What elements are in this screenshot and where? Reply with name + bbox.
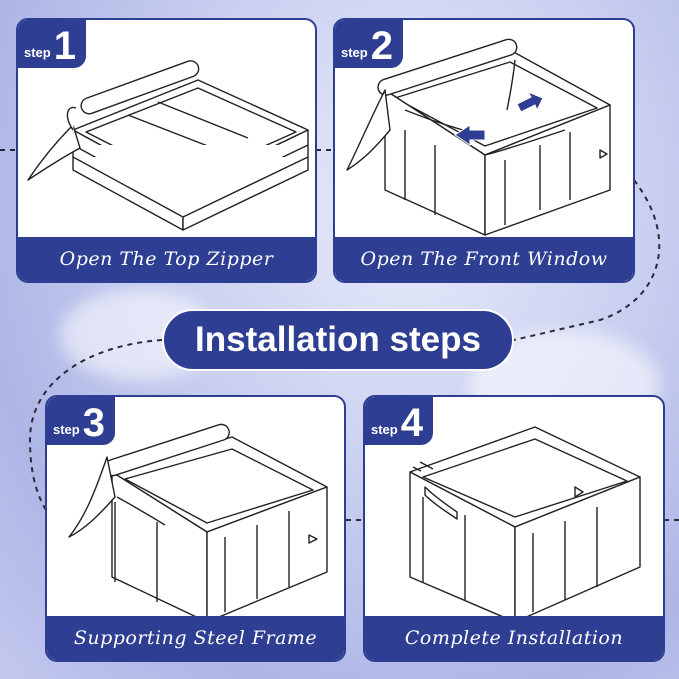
box-complete-illustration xyxy=(409,426,641,623)
box-front-window-open-illustration xyxy=(346,38,611,236)
step-label: step xyxy=(371,422,398,437)
step-2-caption: Open The Front Window xyxy=(335,237,633,281)
step-2-badge: step 2 xyxy=(335,20,403,68)
step-3-card: step 3 Supporting Steel Frame xyxy=(45,395,346,662)
connector-step2-title xyxy=(513,179,661,341)
step-label: step xyxy=(24,45,51,60)
connector-title-step3 xyxy=(28,339,163,511)
step-4-caption: Complete Installation xyxy=(365,616,663,660)
box-top-zipper-open-illustration xyxy=(27,60,309,231)
step-4-card: step 4 Complete Installation xyxy=(363,395,665,662)
left-arrow-icon xyxy=(454,124,486,146)
step-3-caption: Supporting Steel Frame xyxy=(47,616,344,660)
step-number: 3 xyxy=(82,401,105,445)
step-number: 2 xyxy=(370,24,393,68)
box-steel-frame-illustration xyxy=(68,423,328,623)
step-3-badge: step 3 xyxy=(47,397,115,445)
step-number: 1 xyxy=(53,24,76,68)
step-1-badge: step 1 xyxy=(18,20,86,68)
step-label: step xyxy=(53,422,80,437)
step-number: 4 xyxy=(400,401,423,445)
step-2-card: step 2 Open The Front Window xyxy=(333,18,635,283)
right-arrow-icon xyxy=(516,90,544,113)
step-1-caption: Open The Top Zipper xyxy=(18,237,315,281)
step-4-badge: step 4 xyxy=(365,397,433,445)
step-1-card: step 1 Open The Top Zipper xyxy=(16,18,317,283)
page-title: Installation steps xyxy=(162,309,514,371)
step-label: step xyxy=(341,45,368,60)
